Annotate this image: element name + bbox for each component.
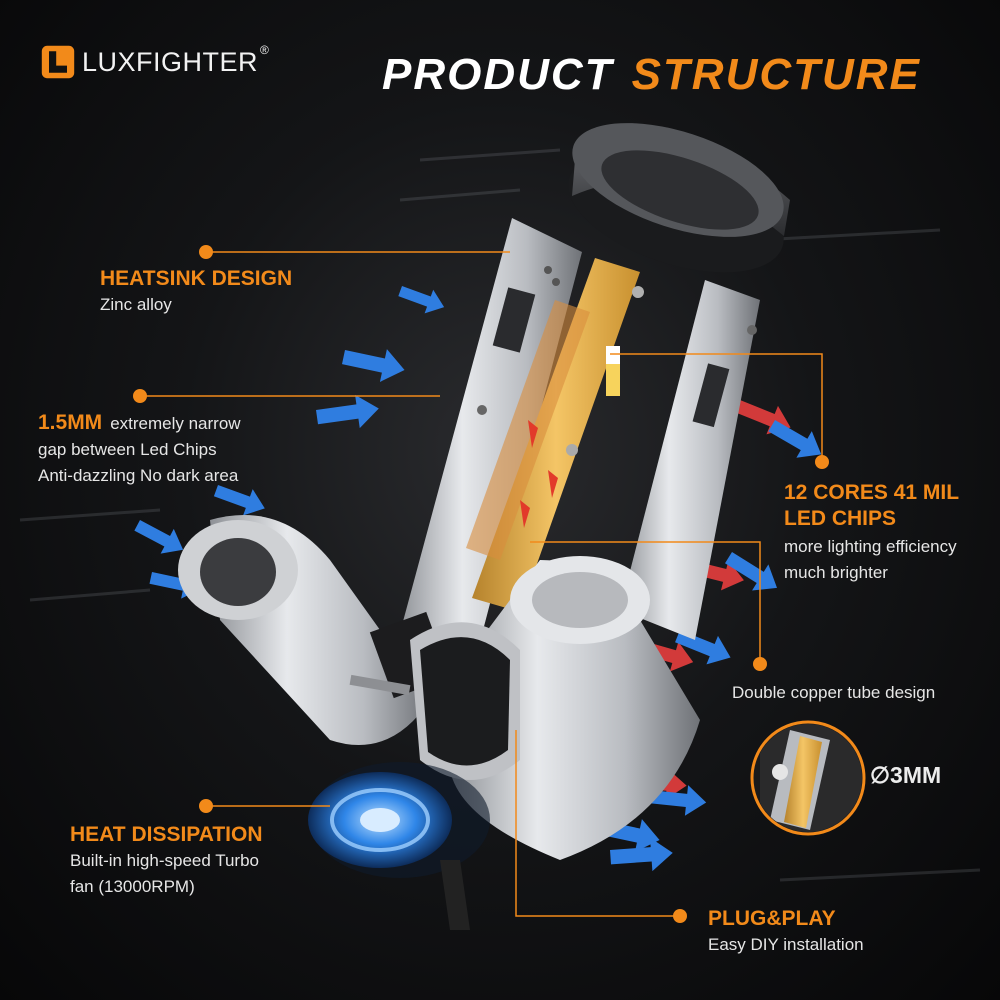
callout-text: more lighting efficiency bbox=[784, 537, 957, 556]
right-bulb-base bbox=[410, 556, 700, 860]
callout-heading: PLUG&PLAY bbox=[708, 907, 836, 930]
callout-text: Built-in high-speed Turbo bbox=[70, 851, 260, 870]
page-title: PRODUCT STRUCTURE bbox=[382, 50, 921, 100]
callout-chips: 12 CORES 41 MIL LED CHIPS more lighting … bbox=[784, 480, 959, 586]
title-part1: PRODUCT bbox=[382, 50, 614, 99]
callout-heading: HEATSINK DESIGN bbox=[100, 267, 293, 290]
turbo-fan-icon bbox=[308, 762, 490, 930]
diameter-label: ∅3MM bbox=[870, 762, 942, 788]
callout-heading: 12 CORES 41 MIL bbox=[784, 481, 960, 504]
callout-text: fan (13000RPM) bbox=[70, 877, 195, 896]
callout-text: Zinc alloy bbox=[100, 295, 172, 314]
callout-heading: 1.5MM bbox=[38, 411, 103, 434]
luxfighter-logo-icon bbox=[41, 45, 75, 79]
dust-cap bbox=[568, 123, 790, 273]
callout-text: Anti-dazzling No dark area bbox=[38, 466, 239, 485]
callout-lines bbox=[140, 251, 823, 917]
callout-text: Easy DIY installation bbox=[708, 935, 864, 954]
callout-heading: HEAT DISSIPATION bbox=[70, 823, 263, 846]
left-bulb-base bbox=[178, 515, 451, 745]
callout-heading: LED CHIPS bbox=[784, 507, 897, 530]
title-part2: STRUCTURE bbox=[631, 50, 921, 99]
right-heatsink bbox=[620, 280, 760, 640]
copper-tube-pcb bbox=[466, 258, 644, 612]
callout-text: gap between Led Chips bbox=[38, 440, 217, 459]
callout-copper: Double copper tube design bbox=[732, 680, 935, 706]
callout-plug: PLUG&PLAY Easy DIY installation bbox=[708, 906, 864, 958]
callout-text: extremely narrow bbox=[110, 414, 241, 433]
left-heatsink bbox=[398, 218, 582, 680]
callout-text: Double copper tube design bbox=[732, 683, 936, 702]
callout-text: much brighter bbox=[784, 563, 888, 582]
callout-heat: HEAT DISSIPATION Built-in high-speed Tur… bbox=[70, 822, 263, 900]
callout-heatsink: HEATSINK DESIGN Zinc alloy bbox=[100, 266, 292, 318]
callout-dot-icon bbox=[133, 245, 829, 923]
registered-mark: ® bbox=[260, 43, 269, 57]
brand-logo: LUXFIGHTER ® bbox=[40, 43, 273, 80]
brand-name: LUXFIGHTER bbox=[82, 46, 259, 77]
copper-tube-detail bbox=[750, 720, 866, 836]
callout-gap: 1.5MM extremely narrow gap between Led Ch… bbox=[38, 410, 241, 489]
